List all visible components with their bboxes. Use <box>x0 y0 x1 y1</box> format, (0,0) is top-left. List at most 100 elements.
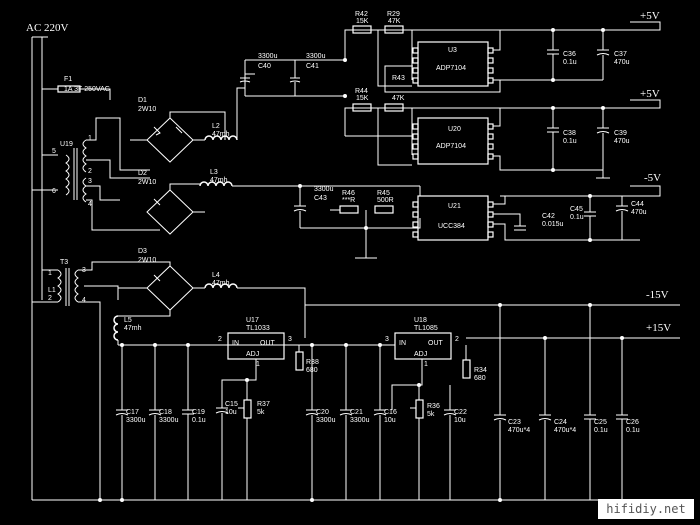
ac-input: AC 220V <box>26 22 69 500</box>
inductor-l5: L5 47mh <box>113 315 142 345</box>
c16-ref: C16 <box>384 409 397 416</box>
c24-ref: C24 <box>554 419 567 426</box>
l3-ref: L3 <box>210 169 218 176</box>
c41-ref: C41 <box>306 63 319 70</box>
capacitor-c44: C44 470u <box>615 196 647 240</box>
l4-value: 47mh <box>212 280 230 287</box>
capacitor-c41: 3300u C41 <box>289 53 326 96</box>
rail-p5v-b: +5V <box>344 88 661 136</box>
u19-pin5: 5 <box>52 148 56 155</box>
u17-pin3: 3 <box>288 336 292 343</box>
ac-input-label: AC 220V <box>26 22 69 34</box>
c23-ref: C23 <box>508 419 521 426</box>
l1-label: L1 <box>48 287 56 294</box>
r43-value: 47K <box>392 95 405 102</box>
u21-value: UCC384 <box>438 223 465 230</box>
r46-value: ***R <box>342 197 355 204</box>
capacitor-c39: C39 470u <box>596 108 630 170</box>
c24-value: 470u*4 <box>554 427 576 434</box>
u18-pin1: 1 <box>424 361 428 368</box>
c41-value: 3300u <box>306 53 326 60</box>
u21-ref: U21 <box>448 203 461 210</box>
c22-ref: C22 <box>454 409 467 416</box>
l4-ref: L4 <box>212 272 220 279</box>
rail-n5v-label: -5V <box>644 172 661 184</box>
u3-ref: U3 <box>448 47 457 54</box>
c37-value: 470u <box>614 59 630 66</box>
rail-n15v: -15V <box>305 289 680 306</box>
capacitor-c23: C23 470u*4 <box>493 305 530 500</box>
bridge-d3: D3 2W10 <box>118 248 205 317</box>
r34-ref: R34 <box>474 367 487 374</box>
t3-pin1: 1 <box>48 270 52 277</box>
t3-label: T3 <box>60 259 68 266</box>
r29-ref: R29 <box>387 11 400 18</box>
watermark: hifidiy.net <box>598 499 694 519</box>
capacitor-c36: C36 0.1u <box>547 30 577 80</box>
rail-n5v: -5V <box>500 172 661 197</box>
c15-value: 10u <box>225 409 237 416</box>
c38-value: 0.1u <box>563 138 577 145</box>
capacitor-c43: 3300u C43 <box>293 186 334 228</box>
c23-value: 470u*4 <box>508 427 530 434</box>
bridge-d2: D2 2W10 <box>138 170 205 235</box>
capacitor-c15: C15 10u <box>215 401 238 500</box>
resistor-r36: R36 5k <box>410 385 440 500</box>
c17-ref: C17 <box>126 409 139 416</box>
r45-ref: R45 <box>377 190 390 197</box>
capacitor-c21: C21 3300u <box>339 345 370 500</box>
c18-ref: C18 <box>159 409 172 416</box>
c26-value: 0.1u <box>626 427 640 434</box>
u18-in: IN <box>399 340 406 347</box>
u19-pin4: 4 <box>88 201 92 208</box>
l3-value: 47mh <box>210 177 228 184</box>
t3-pin2: 2 <box>48 295 52 302</box>
transformer-u19: U19 5 6 1 2 3 4 <box>32 100 92 208</box>
inductor-l3: L3 47mh <box>199 169 420 187</box>
u18-adj: ADJ <box>414 351 427 358</box>
c44-value: 470u <box>631 209 647 216</box>
capacitor-c17: C17 3300u <box>115 345 146 500</box>
u17-adj: ADJ <box>246 351 259 358</box>
r36-value: 5k <box>427 411 435 418</box>
u18-pin3: 3 <box>385 336 389 343</box>
u17-ref: U17 <box>246 317 259 324</box>
c17-value: 3300u <box>126 417 146 424</box>
regulator-u18: U18 TL1085 IN OUT ADJ 3 2 1 <box>385 317 459 368</box>
u19-label: U19 <box>60 141 73 148</box>
l5-ref: L5 <box>124 317 132 324</box>
l2-ref: L2 <box>212 123 220 130</box>
d3-ref: D3 <box>138 248 147 255</box>
c36-ref: C36 <box>563 51 576 58</box>
transformer-t3: T3 L1 1 2 3 4 <box>32 259 86 306</box>
inductor-l4: L4 47mh <box>204 272 306 338</box>
r44-value: 15K <box>356 95 369 102</box>
c40-ref: C40 <box>258 63 271 70</box>
r34-value: 680 <box>474 375 486 382</box>
capacitor-c42: C42 0.015u <box>514 213 564 231</box>
resistor-r37: R37 5k <box>238 380 270 500</box>
u19-pin1: 1 <box>88 135 92 142</box>
c36-value: 0.1u <box>563 59 577 66</box>
c42-ref: C42 <box>542 213 555 220</box>
c15-ref: C15 <box>225 401 238 408</box>
r37-value: 5k <box>257 409 265 416</box>
inductor-l2: L2 47mh <box>204 87 245 141</box>
c22-value: 10u <box>454 417 466 424</box>
fuse-f1: F1 1A 3F 250VAC <box>42 76 111 100</box>
r37-ref: R37 <box>257 401 270 408</box>
capacitor-c20: C20 3300u <box>305 345 336 500</box>
capacitor-c22: C22 10u <box>443 385 467 500</box>
u17-pin1: 1 <box>256 361 260 368</box>
u17-pin2: 2 <box>218 336 222 343</box>
capacitor-c24: C24 470u*4 <box>538 338 576 500</box>
c21-value: 3300u <box>350 417 370 424</box>
c43-value: 3300u <box>314 186 334 193</box>
resistor-r34: R34 680 <box>462 345 487 382</box>
u18-out: OUT <box>428 340 444 347</box>
c42-value: 0.015u <box>542 221 564 228</box>
l5-value: 47mh <box>124 325 142 332</box>
c37-ref: C37 <box>614 51 627 58</box>
ic-u21: U21 UCC384 <box>412 195 494 241</box>
